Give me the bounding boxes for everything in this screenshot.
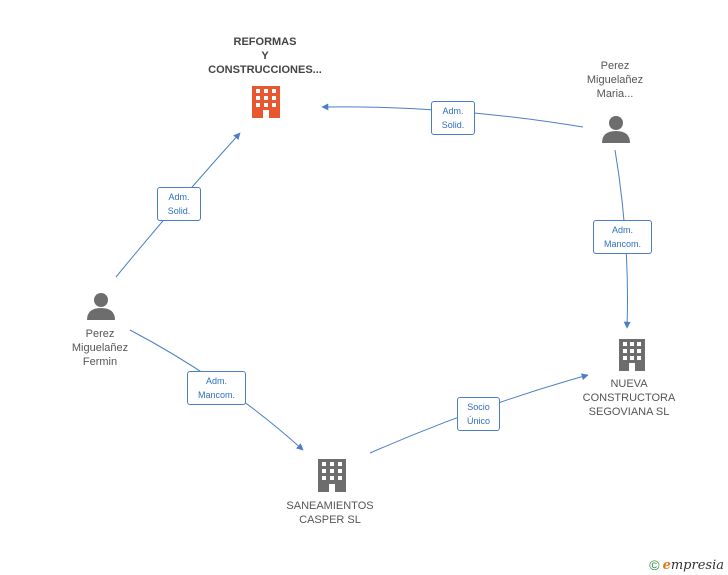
edge-label: Adm. Mancom. bbox=[593, 220, 652, 254]
building-icon[interactable] bbox=[318, 459, 346, 492]
footer-branding: © empresia bbox=[649, 557, 724, 573]
building-icon[interactable] bbox=[252, 86, 280, 118]
edge-label: Adm. Solid. bbox=[157, 187, 201, 221]
node-label-perez-maria[interactable]: Perez Miguelañez Maria... bbox=[586, 60, 644, 100]
edge-label: Adm. Mancom. bbox=[187, 371, 246, 405]
person-icon[interactable] bbox=[87, 293, 115, 320]
node-label-nueva[interactable]: NUEVA CONSTRUCTORA SEGOVIANA SL bbox=[582, 378, 676, 418]
node-label-perez-fermin[interactable]: Perez Miguelañez Fermin bbox=[71, 328, 129, 368]
copyright-icon: © bbox=[649, 557, 660, 573]
edge-label: Socio Único bbox=[457, 397, 500, 431]
edge-label: Adm. Solid. bbox=[431, 101, 475, 135]
node-label-reformas[interactable]: REFORMAS Y CONSTRUCCIONES... bbox=[208, 36, 322, 76]
brand-logo[interactable]: empresia bbox=[662, 557, 724, 573]
node-label-saneamientos[interactable]: SANEAMIENTOS CASPER SL bbox=[286, 500, 374, 526]
person-icon[interactable] bbox=[602, 116, 630, 143]
building-icon[interactable] bbox=[619, 339, 645, 371]
